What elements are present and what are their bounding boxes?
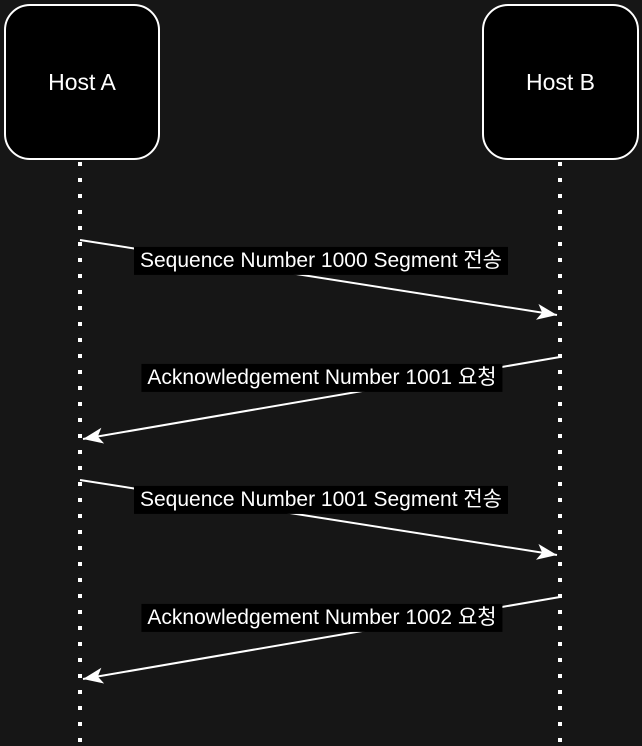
message-label-ack-1001: Acknowledgement Number 1001 요청 <box>141 363 503 393</box>
host-a-lifeline <box>78 162 82 746</box>
message-label-ack-1002: Acknowledgement Number 1002 요청 <box>141 603 503 633</box>
host-b-lifeline <box>558 162 562 746</box>
message-label-seq-1001: Sequence Number 1001 Segment 전송 <box>133 485 509 515</box>
host-a-box: Host A <box>4 4 160 160</box>
host-b-label: Host B <box>525 68 596 95</box>
message-label-seq-1000: Sequence Number 1000 Segment 전송 <box>133 246 509 276</box>
host-b-box: Host B <box>482 4 639 160</box>
host-a-label: Host A <box>48 68 116 95</box>
